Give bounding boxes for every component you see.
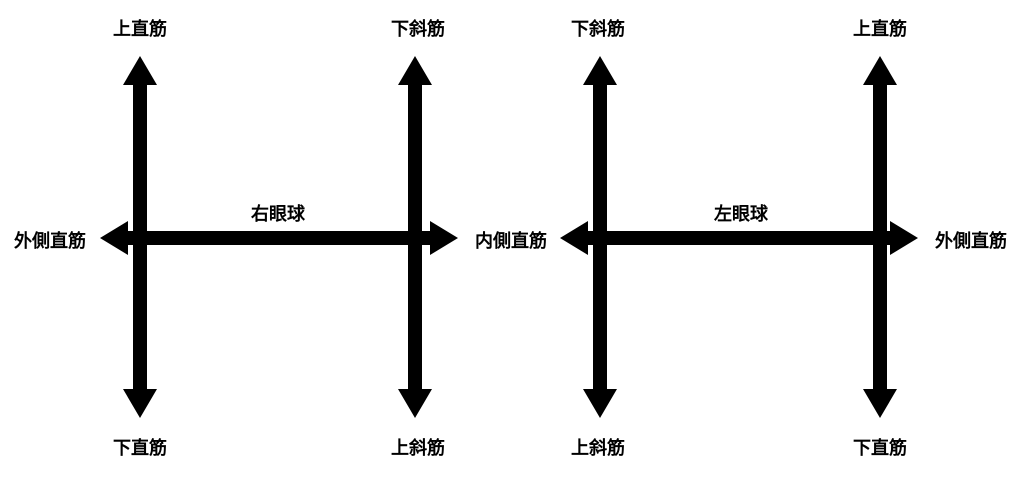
label-left-superior-rectus: 上直筋 xyxy=(853,19,907,40)
label-right-lateral-rectus: 外側直筋 xyxy=(14,231,86,252)
label-right-superior-oblique: 上斜筋 xyxy=(391,438,445,459)
label-right-inferior-oblique: 下斜筋 xyxy=(391,19,445,40)
label-right-eyeball: 右眼球 xyxy=(251,204,305,225)
label-right-medial-rectus: 内側直筋 xyxy=(475,231,547,252)
label-right-inferior-rectus: 下直筋 xyxy=(113,438,167,459)
label-left-lateral-rectus: 外側直筋 xyxy=(935,231,1007,252)
label-left-superior-oblique: 上斜筋 xyxy=(571,438,625,459)
arrow-left-eye-medial-lateral xyxy=(560,221,918,255)
label-right-superior-rectus: 上直筋 xyxy=(113,19,167,40)
arrow-right-eye-lateral-medial xyxy=(100,221,458,255)
label-left-eyeball: 左眼球 xyxy=(714,204,768,225)
label-left-inferior-oblique: 下斜筋 xyxy=(571,19,625,40)
label-left-inferior-rectus: 下直筋 xyxy=(853,438,907,459)
